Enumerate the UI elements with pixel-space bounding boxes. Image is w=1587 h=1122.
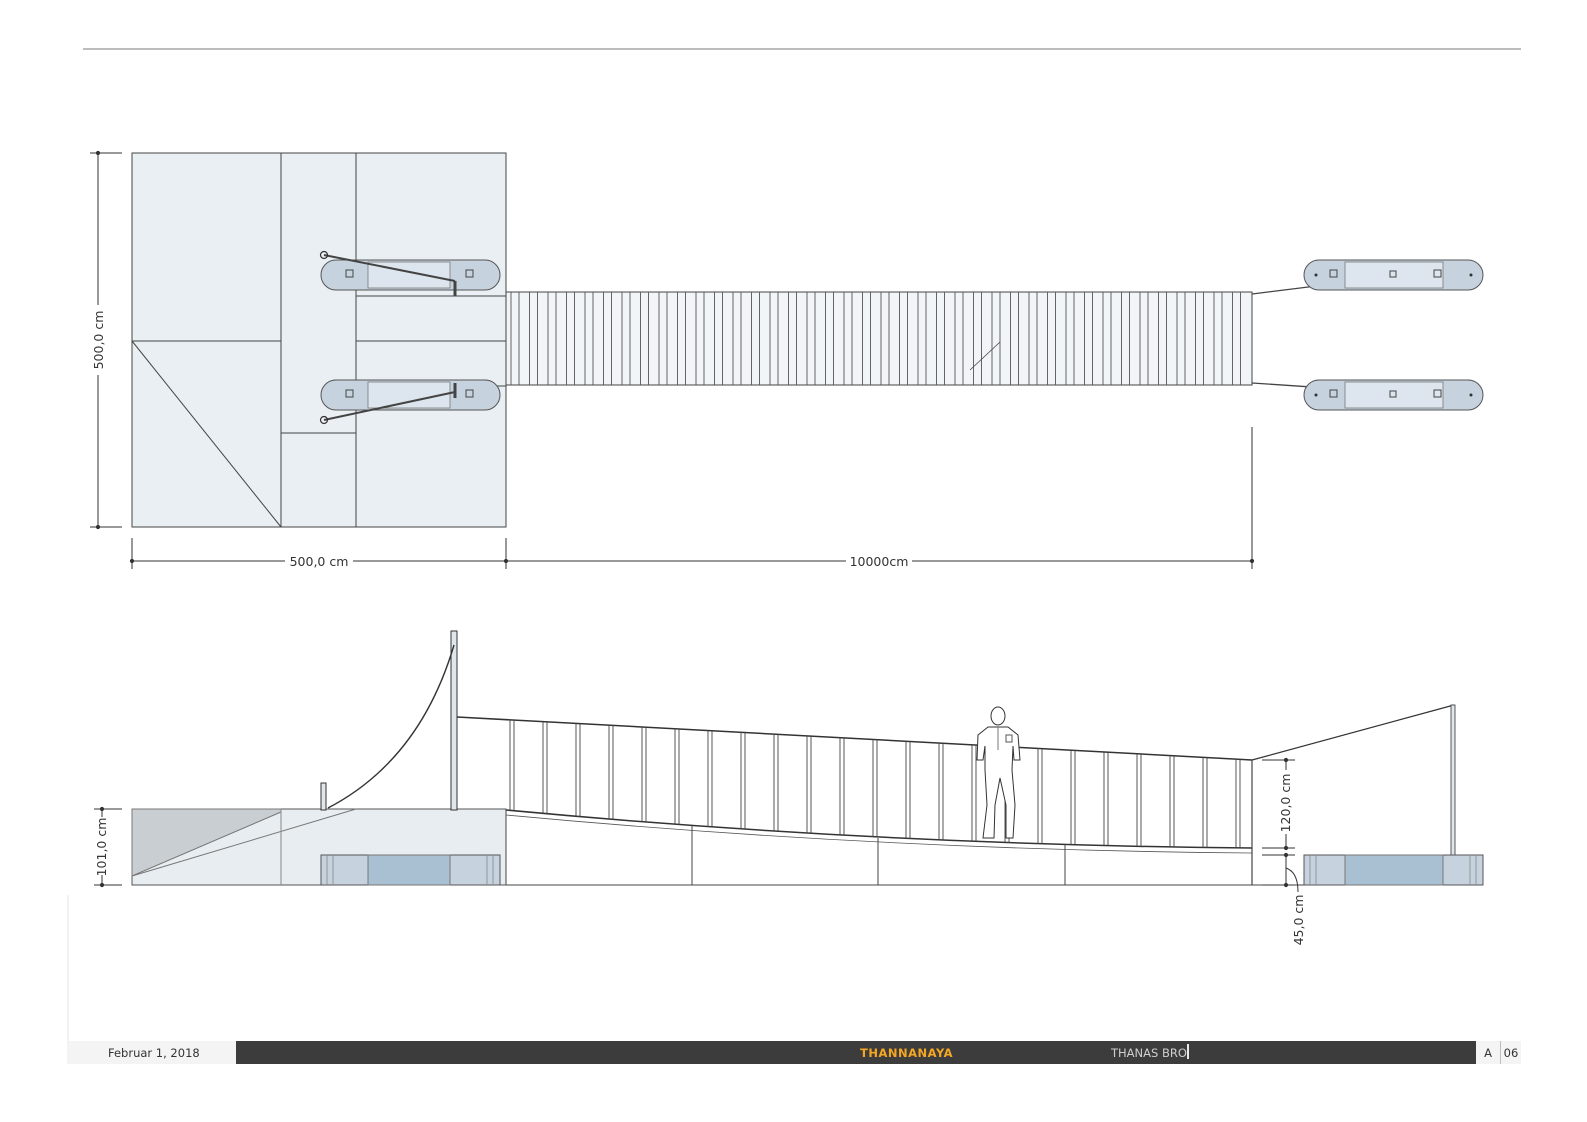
mast [320, 630, 458, 811]
human-figure [976, 706, 1021, 839]
right-pontoon-elevation [1303, 854, 1484, 886]
dimension-horizontal [129, 427, 1255, 569]
dimension-platform-height-label: 101,0 cm [94, 818, 109, 877]
title-bar: THANNANAYA THANAS BRO [236, 1041, 1476, 1064]
platform-plan [131, 152, 507, 528]
plan-view: 500,0 cm 500,0 cm 10000cm [90, 150, 1484, 569]
sheet-format: A [1476, 1041, 1501, 1064]
dimension-railing-height-label: 120,0 cm [1278, 774, 1293, 833]
dimension-bridge-length-label: 10000cm [850, 554, 909, 569]
client-name: THANAS BRO [1111, 1046, 1187, 1060]
dimension-pontoon-clearance [1262, 852, 1299, 893]
dimension-width-label: 500,0 cm [290, 554, 349, 569]
right-pontoon-upper [1303, 259, 1484, 291]
page-number: 06 [1501, 1041, 1521, 1064]
bridge-deck-plan [505, 291, 1253, 386]
project-name: THANNANAYA [860, 1046, 954, 1060]
dimension-depth [90, 150, 122, 530]
right-pontoon-lower [1303, 379, 1484, 411]
dimension-pontoon-clearance-label: 45,0 cm [1291, 895, 1306, 946]
left-pontoon-upper [319, 250, 501, 296]
drawing-date: Februar 1, 2018 [68, 1041, 236, 1064]
elevation-view: 101,0 cm 120,0 cm 45,0 cm [94, 630, 1484, 946]
text-cursor [1187, 1044, 1189, 1059]
title-block: Februar 1, 2018 THANNANAYA THANAS BRO A … [68, 1041, 1521, 1064]
bridge-elevation [456, 704, 1456, 885]
dimension-railing-height [1262, 757, 1295, 856]
platform-elevation [131, 808, 507, 886]
dimension-platform-height [94, 806, 122, 888]
left-pontoon-lower [319, 379, 501, 425]
dimension-depth-label: 500,0 cm [91, 311, 106, 370]
